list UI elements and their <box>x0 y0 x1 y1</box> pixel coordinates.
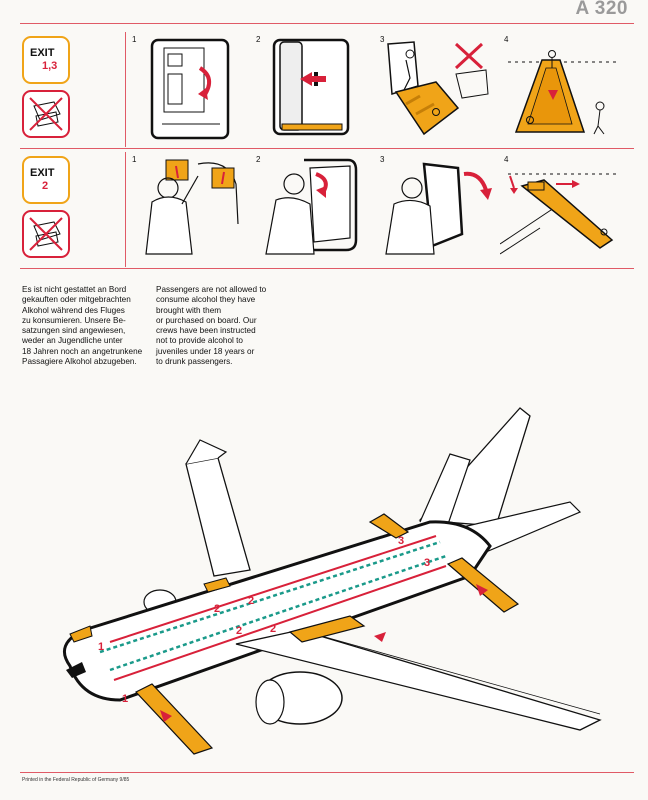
exit-label: EXIT <box>30 47 55 59</box>
door-1-left-label: 1 <box>98 641 104 653</box>
step-number: 2 <box>256 35 261 44</box>
exit-1-3-badge: EXIT 1,3 <box>22 36 70 84</box>
rear-slide-right <box>368 513 410 539</box>
bottom-rule <box>20 772 634 773</box>
step-number: 4 <box>504 35 509 44</box>
door-2-d-label: 2 <box>270 623 276 635</box>
rear-slide-left <box>446 557 520 613</box>
door-2-b-label: 2 <box>248 595 254 607</box>
door-3-a-label: 3 <box>398 535 404 547</box>
step-number: 1 <box>132 155 137 164</box>
near-wing <box>235 629 602 731</box>
exit-2-badge: EXIT 2 <box>22 156 70 204</box>
aircraft-type-title: A 320 <box>575 0 628 19</box>
door-1-right-label: 1 <box>122 693 128 705</box>
step-number: 1 <box>132 35 137 44</box>
exit-2-step-3: 3 <box>376 154 498 262</box>
far-wing <box>185 457 251 577</box>
row-rule <box>20 148 634 149</box>
divider <box>125 32 126 147</box>
step-number: 3 <box>380 35 385 44</box>
exit-number: 2 <box>42 180 49 192</box>
no-baggage-icon <box>22 210 70 258</box>
exit-1-3-step-3: 3 <box>376 34 498 142</box>
row-rule <box>20 268 634 269</box>
exit-1-3-step-4: 4 <box>500 34 622 142</box>
door-3-b-label: 3 <box>424 557 430 569</box>
overwing-slide <box>288 615 366 643</box>
step-number: 4 <box>504 155 509 164</box>
divider <box>125 152 126 267</box>
top-rule <box>20 23 634 24</box>
step-number: 2 <box>256 155 261 164</box>
alcohol-notice-german: Es ist nicht gestattet an Bord gekauften… <box>22 285 143 367</box>
exit-1-3-step-2: 2 <box>252 34 374 142</box>
aircraft-exit-diagram: 1 1 2 2 2 2 3 3 <box>62 407 602 755</box>
no-baggage-icon <box>22 90 70 138</box>
fuselage <box>62 520 492 702</box>
escape-route <box>109 535 437 643</box>
exit-1-3-step-1: 1 <box>128 34 250 142</box>
exit-label: EXIT <box>30 167 55 179</box>
exit-2-step-2: 2 <box>252 154 374 262</box>
door-2-a-label: 2 <box>214 603 220 615</box>
aisle-path <box>99 540 441 654</box>
print-footer: Printed in the Federal Republic of Germa… <box>22 777 130 783</box>
exit-number: 1,3 <box>42 60 58 72</box>
front-slide <box>135 683 214 755</box>
step-number: 3 <box>380 155 385 164</box>
alcohol-notice-english: Passengers are not allowed to consume al… <box>156 285 267 367</box>
exit-2-step-4: 4 <box>500 154 622 262</box>
door-2-c-label: 2 <box>236 625 242 637</box>
exit-2-step-1: 1 <box>128 154 250 262</box>
